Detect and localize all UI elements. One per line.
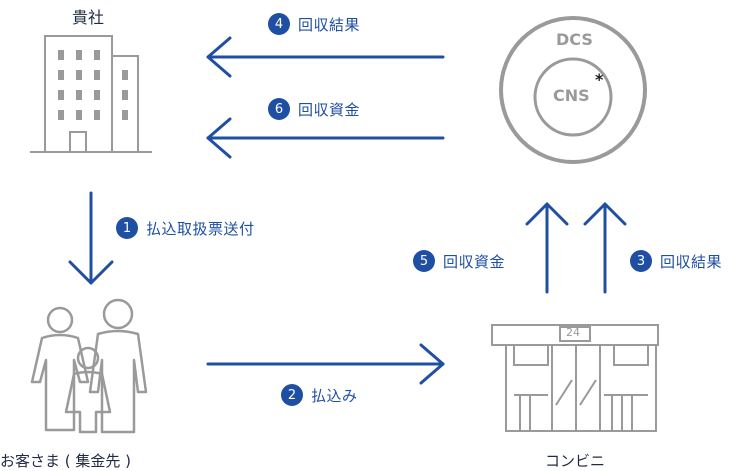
step-number-badge: 4 <box>268 13 290 35</box>
step-text: 回収資金 <box>298 100 361 119</box>
building-icon <box>30 35 152 153</box>
dcs-label: DCS <box>556 30 593 49</box>
arrow-step-4 <box>206 36 445 78</box>
arrow-step-3 <box>583 202 627 294</box>
step-number-badge: 5 <box>413 250 435 272</box>
step-text: 払込取扱票送付 <box>146 219 255 238</box>
step-text: 回収資金 <box>443 252 506 271</box>
arrow-step-2 <box>206 343 445 385</box>
step-2-label: 2 払込み <box>281 384 358 406</box>
step-number-badge: 3 <box>630 250 652 272</box>
customer-label: お客さま ( 集金先 ) <box>0 452 132 470</box>
step-text: 払込み <box>311 386 358 405</box>
cns-label: CNS <box>553 86 590 105</box>
step-4-label: 4 回収結果 <box>268 13 360 35</box>
arrows <box>68 36 627 385</box>
company-label: 貴社 <box>72 8 105 27</box>
family-icon <box>30 298 148 434</box>
cns-asterisk: * <box>595 70 604 89</box>
step-5-label: 5 回収資金 <box>413 250 505 272</box>
step-text: 回収結果 <box>298 15 361 34</box>
arrow-step-1 <box>68 191 114 285</box>
store-label: コンビニ <box>545 452 606 470</box>
step-number-badge: 6 <box>268 98 290 120</box>
step-number-badge: 2 <box>281 384 303 406</box>
step-3-label: 3 回収結果 <box>630 250 722 272</box>
step-number-badge: 1 <box>116 217 138 239</box>
arrow-step-6 <box>206 117 445 159</box>
step-6-label: 6 回収資金 <box>268 98 360 120</box>
store-icon <box>491 324 659 432</box>
arrow-step-5 <box>525 202 569 294</box>
dcs-circle <box>499 16 647 164</box>
step-1-label: 1 払込取扱票送付 <box>116 217 255 239</box>
store-sign-label: 24 <box>566 326 580 339</box>
step-text: 回収結果 <box>660 252 723 271</box>
